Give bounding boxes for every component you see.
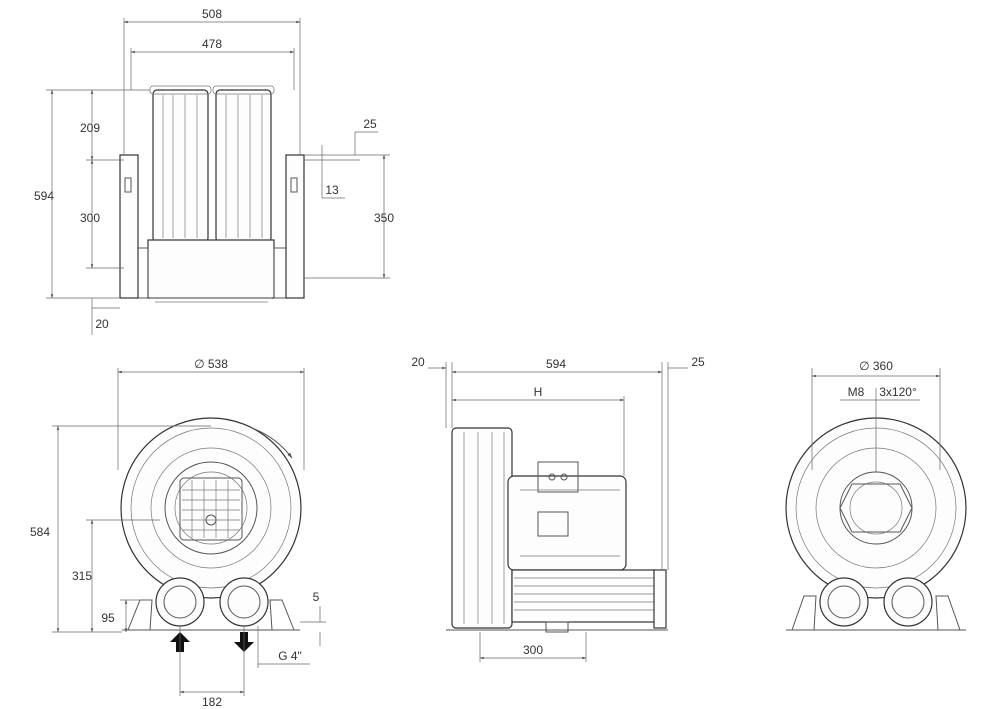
side-view: 20 594 25 H 300 [411,355,705,662]
dim-top-bracket-height: 350 [374,211,394,225]
dim-rear-pattern: 3x120° [879,385,917,399]
dim-side-length: 594 [546,357,566,371]
dim-top-height-upper: 209 [80,121,100,135]
dim-side-base: 300 [523,643,543,657]
dim-top-width-inner: 478 [202,37,222,51]
dim-front-thread: G 4" [278,649,302,663]
front-view: ∅ 538 584 315 95 5 182 G 4" [30,357,326,709]
dim-top-height-total: 594 [34,189,54,203]
dim-top-height-bottom: 20 [95,317,109,331]
dim-side-motor: H [534,385,543,399]
dim-front-foot: 5 [313,590,320,604]
dim-front-port-spacing: 182 [202,695,222,709]
dim-front-height-axis: 315 [72,569,92,583]
dim-rear-diameter: ∅ 360 [859,359,893,373]
dim-front-height-port: 95 [101,611,115,625]
top-view: 508 478 594 209 300 20 25 13 350 [34,7,394,335]
dim-rear-bolt: M8 [848,385,865,399]
dim-top-height-middle: 300 [80,211,100,225]
dim-top-width-outer: 508 [202,7,222,21]
dim-top-bracket-thick: 25 [363,117,377,131]
dim-top-bracket-offset: 13 [325,183,339,197]
dim-front-diameter: ∅ 538 [194,357,228,371]
dim-front-height-total: 584 [30,525,50,539]
dim-side-left-gap: 20 [411,355,425,369]
dim-side-right-gap: 25 [691,355,705,369]
rear-view: ∅ 360 M8 3x120° [785,359,967,631]
